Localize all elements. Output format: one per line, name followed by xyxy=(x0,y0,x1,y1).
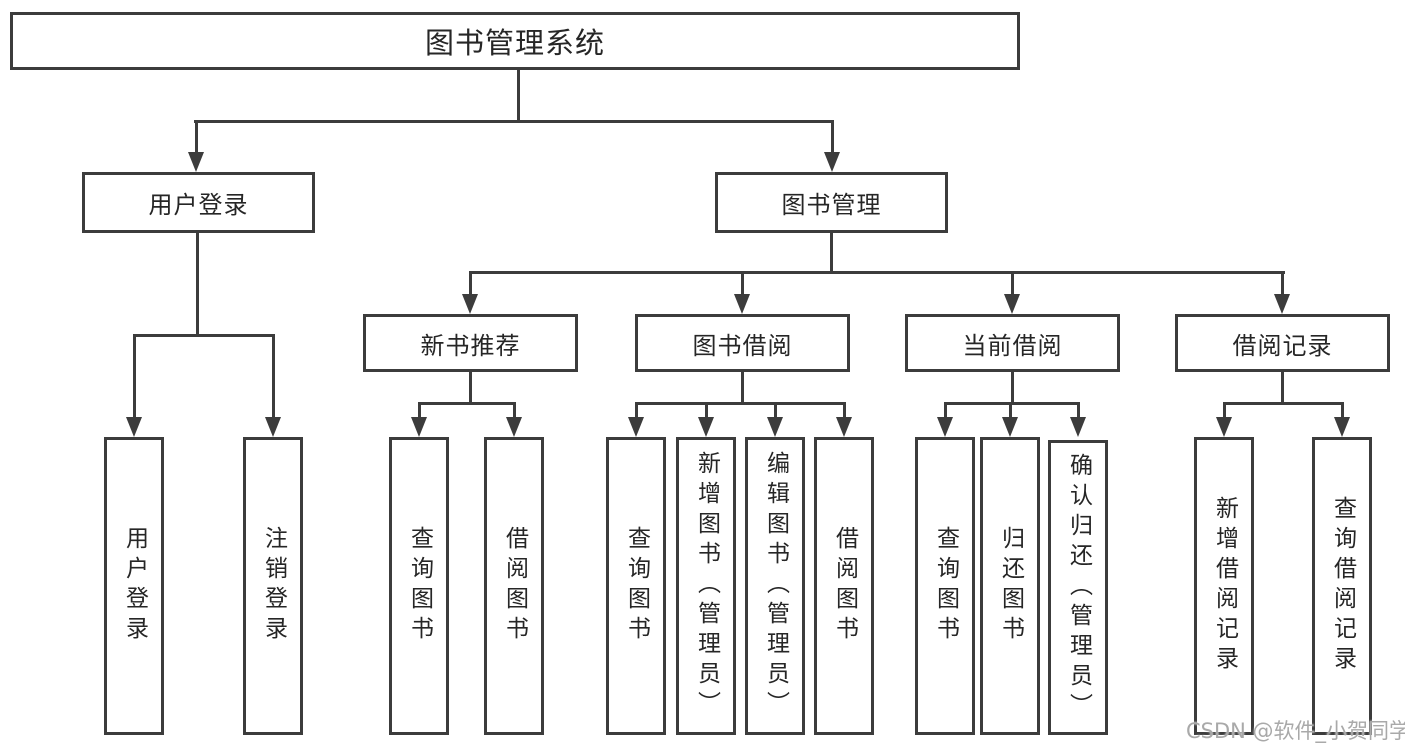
leaf-cb-query-book-label: 查询图书 xyxy=(932,526,959,646)
edge-branch-user-login xyxy=(132,334,275,337)
node-book-system: 图书管理系统 xyxy=(10,12,1020,70)
arrowhead-user-login xyxy=(188,152,204,172)
edge-drop-br-query xyxy=(1340,402,1344,417)
edge-drop-leaf-logout xyxy=(271,334,275,417)
arrowhead-bw-edit xyxy=(767,417,783,437)
leaf-bw-edit-book-admin-label: 编辑图书（管理员） xyxy=(762,451,789,721)
edge-drop-current-borrow xyxy=(1010,271,1014,294)
arrowhead-bw-add xyxy=(698,417,714,437)
leaf-cb-confirm-return-admin-label: 确认归还（管理员） xyxy=(1065,452,1092,723)
arrowhead-br-add xyxy=(1216,417,1232,437)
edge-drop-nb-borrow xyxy=(512,402,516,417)
leaf-bw-borrow-book: 借阅图书 xyxy=(814,437,874,735)
leaf-cb-query-book: 查询图书 xyxy=(915,437,975,735)
node-new-book-recommend: 新书推荐 xyxy=(363,314,578,372)
leaf-nb-query-book: 查询图书 xyxy=(389,437,449,735)
node-current-borrow: 当前借阅 xyxy=(905,314,1120,372)
leaf-bw-query-book: 查询图书 xyxy=(606,437,666,735)
edge-branch-current-borrow-group xyxy=(943,402,1080,405)
edge-drop-cb-return xyxy=(1008,402,1012,417)
edge-drop-leaf-login xyxy=(132,334,136,417)
arrowhead-book-borrow xyxy=(734,294,750,314)
edge-trunk-current-borrow-group xyxy=(1011,372,1014,404)
node-book-system-label: 图书管理系统 xyxy=(424,26,605,60)
node-new-book-recommend-label: 新书推荐 xyxy=(420,331,521,360)
node-book-borrow: 图书借阅 xyxy=(635,314,850,372)
edge-trunk-book-borrow-group xyxy=(741,372,744,404)
edge-drop-borrow-records xyxy=(1280,271,1284,294)
node-book-management-label: 图书管理 xyxy=(781,191,882,219)
edge-branch-root xyxy=(194,120,833,123)
edge-drop-br-add xyxy=(1222,402,1226,417)
leaf-bw-edit-book-admin: 编辑图书（管理员） xyxy=(745,437,805,735)
edge-drop-bw-edit xyxy=(773,402,777,417)
arrowhead-cb-query xyxy=(937,417,953,437)
leaf-br-query-record-label: 查询借阅记录 xyxy=(1329,496,1356,676)
node-current-borrow-label: 当前借阅 xyxy=(962,331,1063,360)
edge-branch-book-management xyxy=(468,271,1285,274)
edge-drop-book-borrow xyxy=(740,271,744,294)
node-borrow-records: 借阅记录 xyxy=(1175,314,1390,372)
edge-trunk-book-management xyxy=(829,233,833,274)
edge-drop-user-login xyxy=(194,120,198,152)
leaf-bw-add-book-admin: 新增图书（管理员） xyxy=(676,437,736,735)
arrowhead-nb-borrow xyxy=(506,417,522,437)
arrowhead-borrow-records xyxy=(1274,294,1290,314)
node-book-borrow-label: 图书借阅 xyxy=(692,331,793,360)
arrowhead-current-borrow xyxy=(1004,294,1020,314)
leaf-logout: 注销登录 xyxy=(243,437,303,735)
edge-trunk-borrow-records-group xyxy=(1281,372,1284,404)
leaf-user-login: 用户登录 xyxy=(104,437,164,735)
leaf-nb-borrow-book: 借阅图书 xyxy=(484,437,544,735)
leaf-bw-borrow-book-label: 借阅图书 xyxy=(831,526,858,646)
edge-drop-bw-borrow xyxy=(842,402,846,417)
edge-trunk-root xyxy=(517,70,520,123)
leaf-cb-return-book-label: 归还图书 xyxy=(997,526,1024,646)
arrowhead-leaf-login xyxy=(126,417,142,437)
edge-drop-bw-add xyxy=(704,402,708,417)
edge-drop-nb-query xyxy=(417,402,421,417)
arrowhead-book-management xyxy=(824,152,840,172)
arrowhead-cb-return xyxy=(1002,417,1018,437)
leaf-cb-confirm-return-admin: 确认归还（管理员） xyxy=(1048,440,1108,735)
arrowhead-cb-confirm xyxy=(1070,417,1086,437)
leaf-nb-query-book-label: 查询图书 xyxy=(406,526,433,646)
leaf-nb-borrow-book-label: 借阅图书 xyxy=(501,526,528,646)
arrowhead-nb-query xyxy=(411,417,427,437)
leaf-user-login-label: 用户登录 xyxy=(121,526,148,646)
leaf-br-add-record: 新增借阅记录 xyxy=(1194,437,1254,735)
edge-trunk-user-login xyxy=(196,233,199,337)
edge-drop-book-management xyxy=(830,120,834,152)
leaf-br-query-record: 查询借阅记录 xyxy=(1312,437,1372,735)
node-user-login-label: 用户登录 xyxy=(148,191,249,219)
edge-drop-new-book xyxy=(468,271,472,294)
arrowhead-leaf-logout xyxy=(265,417,281,437)
leaf-cb-return-book: 归还图书 xyxy=(980,437,1040,735)
leaf-bw-query-book-label: 查询图书 xyxy=(623,526,650,646)
edge-branch-new-book xyxy=(417,402,516,405)
edge-branch-book-borrow-group xyxy=(634,402,846,405)
arrowhead-br-query xyxy=(1334,417,1350,437)
node-user-login: 用户登录 xyxy=(82,172,315,233)
csdn-watermark: CSDN @软件_小贺同学 xyxy=(1186,719,1405,743)
edge-drop-cb-query xyxy=(943,402,947,417)
leaf-br-add-record-label: 新增借阅记录 xyxy=(1211,496,1238,676)
edge-trunk-new-book xyxy=(469,372,472,404)
arrowhead-new-book xyxy=(462,294,478,314)
edge-branch-borrow-records-group xyxy=(1222,402,1344,405)
node-borrow-records-label: 借阅记录 xyxy=(1232,331,1333,360)
leaf-logout-label: 注销登录 xyxy=(260,526,287,646)
leaf-bw-add-book-admin-label: 新增图书（管理员） xyxy=(693,451,720,721)
edge-drop-cb-confirm xyxy=(1076,402,1080,417)
arrowhead-bw-borrow xyxy=(836,417,852,437)
node-book-management: 图书管理 xyxy=(715,172,948,233)
arrowhead-bw-query xyxy=(628,417,644,437)
edge-drop-bw-query xyxy=(634,402,638,417)
